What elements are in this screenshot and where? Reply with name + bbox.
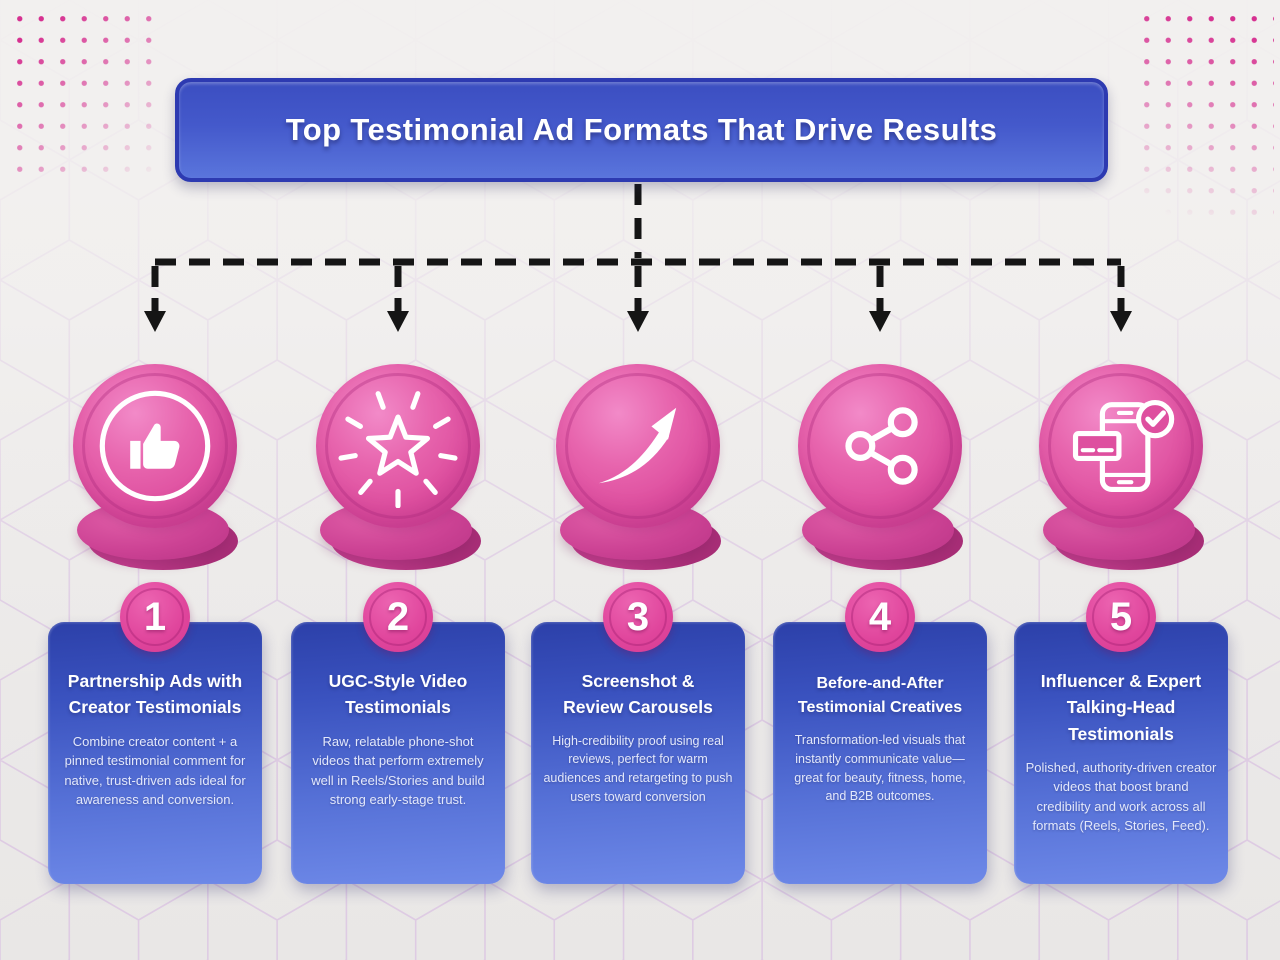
badge-number: 1 <box>143 594 167 639</box>
icon-sphere <box>48 360 262 570</box>
card-description: Polished, authority-driven creator video… <box>1025 759 1217 834</box>
icon-sphere <box>531 360 745 570</box>
card-description: Raw, relatable phone-shot videos that pe… <box>311 733 485 808</box>
number-badge: 3 <box>603 582 673 652</box>
format-column-4: 4 Before-and-After Testimonial Creatives… <box>773 360 987 886</box>
format-card: Partnership Ads with Creator Testimonial… <box>48 622 262 884</box>
card-description: High-credibility proof using real review… <box>543 733 733 804</box>
format-column-2: 2 UGC-Style Video Testimonials Raw, rela… <box>291 360 505 886</box>
title-banner: Top Testimonial Ad Formats That Drive Re… <box>175 78 1108 182</box>
format-card: Screenshot & Review Carousels High-credi… <box>531 622 745 884</box>
card-description: Transformation-led visuals that instantl… <box>794 733 966 804</box>
number-badge: 2 <box>363 582 433 652</box>
format-card: Before-and-After Testimonial Creatives T… <box>773 622 987 884</box>
thumbs-up-icon <box>99 390 211 502</box>
badge-number: 2 <box>386 594 410 639</box>
sphere-circle <box>556 364 720 528</box>
number-badge: 5 <box>1086 582 1156 652</box>
growth-arrow-icon <box>598 407 677 484</box>
sphere-circle <box>316 364 480 528</box>
badge-number: 5 <box>1109 594 1133 639</box>
icon-sphere <box>1014 360 1228 570</box>
format-column-1: 1 Partnership Ads with Creator Testimoni… <box>48 360 262 886</box>
badge-number: 4 <box>868 594 892 639</box>
number-badge: 1 <box>120 582 190 652</box>
sphere-circle <box>73 364 237 528</box>
format-card: Influencer & Expert Talking-Head Testimo… <box>1014 622 1228 884</box>
icon-sphere <box>773 360 987 570</box>
card-description: Combine creator content + a pinned testi… <box>64 733 246 808</box>
icon-sphere <box>291 360 505 570</box>
number-badge: 4 <box>845 582 915 652</box>
share-nodes-icon <box>845 407 918 485</box>
sphere-circle <box>798 364 962 528</box>
format-card: UGC-Style Video Testimonials Raw, relata… <box>291 622 505 884</box>
star-burst-icon <box>338 391 458 508</box>
page-title: Top Testimonial Ad Formats That Drive Re… <box>285 112 998 147</box>
format-column-5: 5 Influencer & Expert Talking-Head Testi… <box>1014 360 1228 886</box>
badge-number: 3 <box>626 594 650 639</box>
phone-check-icon <box>1072 400 1175 492</box>
format-column-3: 3 Screenshot & Review Carousels High-cre… <box>531 360 745 886</box>
sphere-circle <box>1039 364 1203 528</box>
